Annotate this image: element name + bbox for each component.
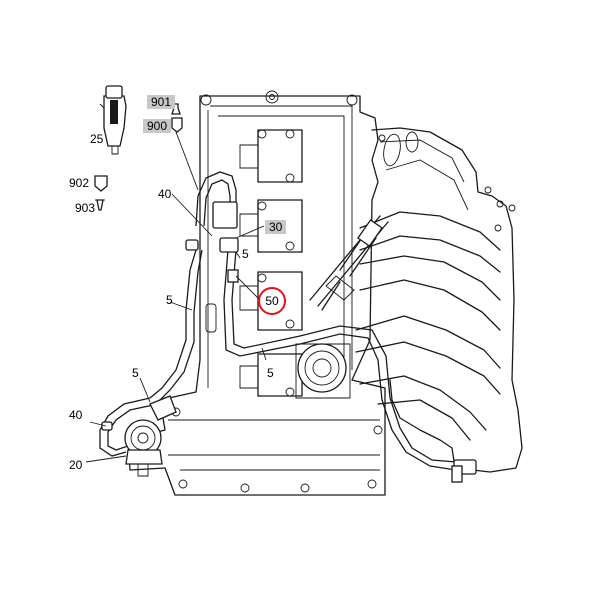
valve-assembly xyxy=(124,395,177,477)
callout-5-lower-left: 5 xyxy=(132,366,139,380)
camshaft-housing xyxy=(295,343,351,399)
callout-20: 20 xyxy=(69,458,83,472)
callout-5-center: 5 xyxy=(267,366,274,380)
callout-40-left: 40 xyxy=(69,408,83,422)
callout-30: 30 xyxy=(265,220,287,234)
callout-903: 903 xyxy=(75,201,96,215)
fitting-900 xyxy=(171,117,183,133)
ignition-coil-1 xyxy=(239,129,303,183)
leader-lines xyxy=(85,131,267,463)
callout-5-left: 5 xyxy=(166,293,173,307)
fitting-902 xyxy=(94,175,108,192)
vent-hose xyxy=(99,171,477,483)
callout-900: 900 xyxy=(143,119,172,133)
sensor-25 xyxy=(99,85,127,155)
ignition-coil-4 xyxy=(239,353,303,397)
callout-902: 902 xyxy=(69,176,90,190)
callout-901: 901 xyxy=(147,95,176,109)
callout-40-top: 40 xyxy=(158,187,172,201)
callout-50-highlighted: 50 xyxy=(258,287,286,315)
fitting-903 xyxy=(95,199,105,211)
callout-5-upper: 5 xyxy=(242,247,249,261)
intake-manifold xyxy=(309,127,523,473)
callout-25: 25 xyxy=(90,132,104,146)
